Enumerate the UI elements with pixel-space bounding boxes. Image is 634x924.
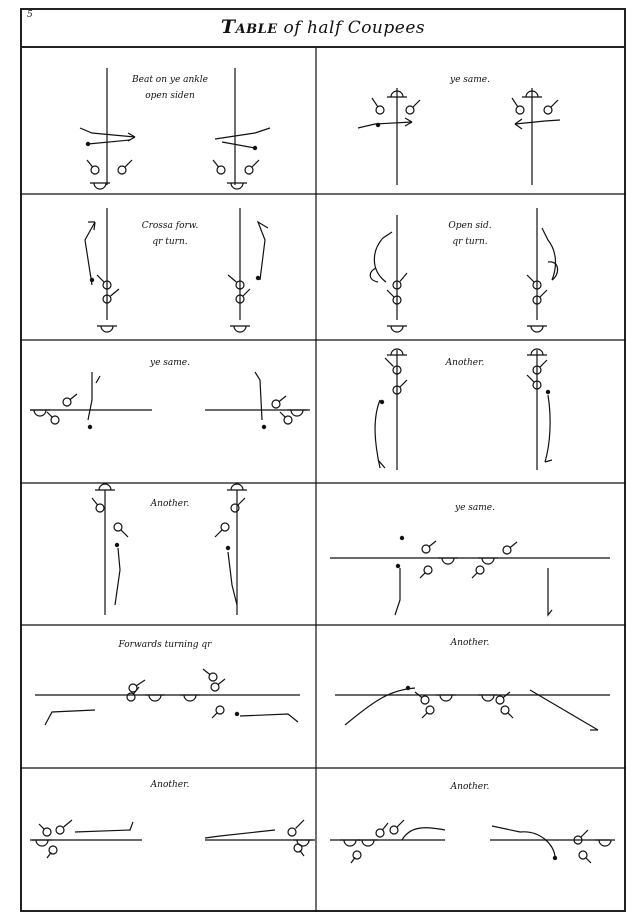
title-row: Table of half Coupees — [20, 8, 626, 48]
caption-cell-9: Forwards turning qr — [95, 637, 235, 653]
caption-cell-10: Another. — [420, 635, 520, 651]
caption-line: Another. — [150, 499, 190, 509]
caption-line: qr turn. — [152, 237, 188, 247]
caption-line: open siden — [145, 91, 195, 101]
caption-line: Forwards turning qr — [118, 640, 212, 650]
caption-line: ye same. — [150, 358, 190, 368]
caption-cell-3: Crossa forw. qr turn. — [115, 218, 225, 250]
page-number: 5 — [27, 10, 33, 20]
caption-line: Open sid. — [448, 221, 492, 231]
caption-cell-2: ye same. — [420, 72, 520, 88]
caption-cell-5: ye same. — [120, 355, 220, 371]
caption-cell-8: ye same. — [425, 500, 525, 516]
caption-line: ye same. — [455, 503, 495, 513]
caption-line: qr turn. — [452, 237, 488, 247]
caption-cell-1: Beat on ye ankle open siden — [110, 72, 230, 104]
page-border — [20, 8, 626, 912]
caption-line: ye same. — [450, 75, 490, 85]
page-title: Table of half Coupees — [220, 16, 426, 38]
caption-cell-7: Another. — [120, 496, 220, 512]
caption-line: Crossa forw. — [141, 221, 199, 231]
caption-cell-11: Another. — [120, 777, 220, 793]
caption-cell-12: Another. — [420, 779, 520, 795]
caption-cell-6: Another. — [415, 355, 515, 371]
caption-line: Another. — [450, 638, 490, 648]
title-main: Table — [220, 16, 278, 38]
caption-line: Another. — [445, 358, 485, 368]
caption-cell-4: Open sid. qr turn. — [415, 218, 525, 250]
title-rest: of half Coupees — [283, 18, 426, 38]
caption-line: Beat on ye ankle — [132, 75, 208, 85]
caption-line: Another. — [150, 780, 190, 790]
caption-line: Another. — [450, 782, 490, 792]
